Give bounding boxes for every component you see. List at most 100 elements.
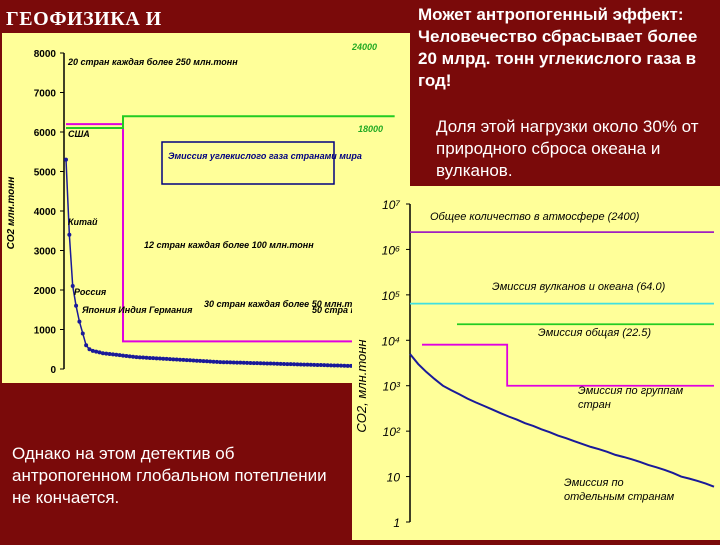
left-country-point <box>221 360 226 365</box>
right-y-tick-label: 10⁵ <box>382 289 400 303</box>
left-country-point <box>157 356 162 361</box>
right-heading: Может антропогенный эффект: Человечество… <box>418 5 698 90</box>
left-country-point <box>127 354 132 359</box>
left-y-tick-label: 1000 <box>34 326 57 337</box>
right-y-tick-label: 1 <box>393 516 400 530</box>
left-country-point <box>107 351 112 356</box>
left-country-point <box>74 303 79 308</box>
left-country-point <box>245 360 250 365</box>
left-country-point <box>64 157 68 162</box>
left-country-point <box>318 363 323 368</box>
left-country-point <box>298 362 303 367</box>
left-country-point <box>288 362 293 367</box>
group-20-label: 20 стран каждая более 250 млн.тонн <box>67 57 238 67</box>
right-series-label: отдельным странам <box>564 491 675 503</box>
left-country-point <box>124 353 129 358</box>
left-y-axis-label: CO2 млн.тонн <box>6 177 17 250</box>
left-country-point <box>201 359 206 364</box>
left-y-tick-label: 6000 <box>34 128 57 139</box>
left-country-point <box>292 362 297 367</box>
left-country-point <box>117 353 122 358</box>
right-y-tick-label: 10³ <box>383 380 401 394</box>
left-country-point <box>325 363 330 368</box>
left-country-point <box>154 356 159 361</box>
left-y-tick-label: 0 <box>50 365 56 376</box>
left-country-point <box>328 363 333 368</box>
left-country-point <box>312 362 317 367</box>
left-country-point <box>171 357 176 362</box>
left-country-point <box>241 360 246 365</box>
right-y-axis-label: CO2, млн.тонн <box>354 339 369 432</box>
legend-box-text: Эмиссия углекислого газа странами мира <box>168 151 362 161</box>
left-country-point <box>218 360 223 365</box>
left-country-point <box>342 363 347 368</box>
left-country-point <box>121 353 126 358</box>
left-country-point <box>315 362 320 367</box>
right-series-label: Эмиссия общая (22.5) <box>538 327 651 339</box>
left-country-point <box>268 361 273 366</box>
usa-label: США <box>68 129 90 139</box>
left-country-point <box>141 355 146 360</box>
left-country-point <box>144 355 149 360</box>
left-series-2-line <box>66 115 395 130</box>
group-30-label: 30 стран каждая более 50 млн.тонн <box>204 299 369 309</box>
left-country-point <box>345 363 350 368</box>
right-series-label: Эмиссия вулканов и океана (64.0) <box>492 281 666 293</box>
left-country-point <box>174 357 179 362</box>
left-country-point <box>114 352 119 357</box>
group-12-label: 12 стран каждая более 100 млн.тонн <box>144 240 314 250</box>
left-country-point <box>67 232 72 237</box>
left-country-point <box>188 358 193 363</box>
slide-title: ГЕОФИЗИКА И <box>6 8 162 30</box>
left-country-point <box>248 360 253 365</box>
left-country-point <box>278 361 283 366</box>
right-y-tick-label: 10⁶ <box>382 243 400 257</box>
left-country-point <box>214 359 219 364</box>
left-country-point <box>322 363 327 368</box>
right-y-tick-label: 10⁴ <box>381 334 400 348</box>
left-country-point <box>204 359 209 364</box>
left-country-point <box>110 352 115 357</box>
bottom-note: Однако на этом детектив об антропогенном… <box>12 444 327 507</box>
left-country-point <box>137 355 142 360</box>
left-y-tick-label: 7000 <box>34 89 57 100</box>
right-tick-top-label: 24000 <box>351 42 377 52</box>
left-country-point <box>77 319 82 324</box>
left-country-point <box>94 349 99 354</box>
left-country-point <box>151 356 156 361</box>
left-country-point <box>281 361 286 366</box>
left-country-point <box>164 356 169 361</box>
right-series-label: Общее количество в атмосфере (2400) <box>430 211 640 223</box>
right-series-label: Эмиссия по группам <box>578 385 684 397</box>
left-country-point <box>251 361 256 366</box>
left-country-point <box>271 361 276 366</box>
left-y-tick-label: 2000 <box>34 286 57 297</box>
left-y-tick-label: 3000 <box>34 247 57 258</box>
left-country-point <box>211 359 216 364</box>
left-country-point <box>147 355 152 360</box>
left-country-point <box>275 361 280 366</box>
russia-label: Россия <box>74 287 107 297</box>
left-country-point <box>235 360 240 365</box>
left-country-point <box>258 361 263 366</box>
legend-box <box>161 141 335 185</box>
left-country-point <box>238 360 243 365</box>
left-country-point <box>178 357 183 362</box>
right-series-label: стран <box>578 399 611 411</box>
japan-india-germany-label: Япония Индия Германия <box>81 305 193 315</box>
left-country-point <box>97 350 102 355</box>
left-country-point <box>80 331 85 336</box>
right-series-4-line <box>409 353 715 488</box>
right-subtext: Доля этой нагрузки около 30% от природно… <box>436 117 699 180</box>
right-series-3-line <box>422 343 714 387</box>
left-country-point <box>308 362 313 367</box>
left-country-point <box>295 362 300 367</box>
left-country-point <box>131 354 136 359</box>
left-country-point <box>261 361 266 366</box>
left-country-point <box>194 358 199 363</box>
left-country-point <box>285 362 290 367</box>
